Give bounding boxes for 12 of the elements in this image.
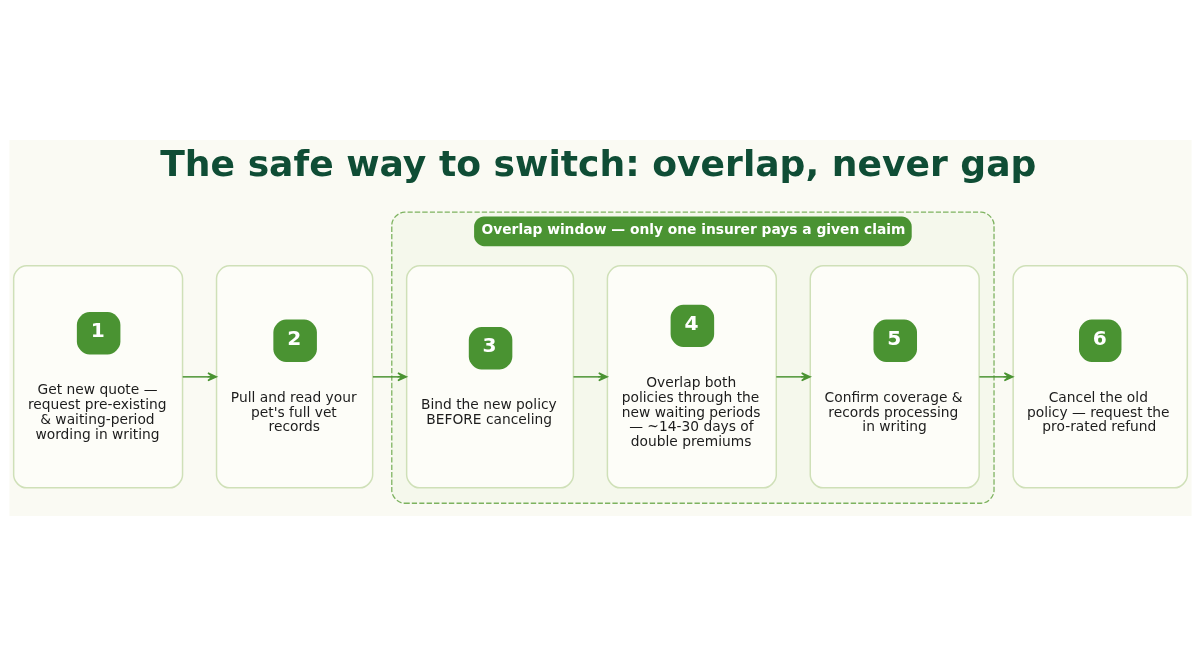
node-box: 6 Cancel the old policy — request the pro-rated refund	[1011, 264, 1188, 489]
arrow	[181, 371, 217, 381]
node-box: 4 Overlap both policies through the new waiting periods — ~14-30 days of double premiums	[606, 264, 777, 489]
node-box: 2 Pull and read your pet's full vet records	[215, 264, 373, 489]
node-box: 1 Get new quote — request pre-existing & waiting-period wording in writing	[12, 264, 183, 489]
arrow	[775, 371, 811, 381]
arrow	[572, 371, 608, 381]
node-box: 3 Bind the new policy BEFORE canceling	[405, 264, 574, 489]
diagram-title: The safe way to switch: overlap, never gap	[159, 141, 1036, 185]
arrow	[978, 371, 1014, 381]
node-box: 5 Confirm coverage & records processing in writing	[809, 264, 980, 489]
arrow	[371, 371, 407, 381]
